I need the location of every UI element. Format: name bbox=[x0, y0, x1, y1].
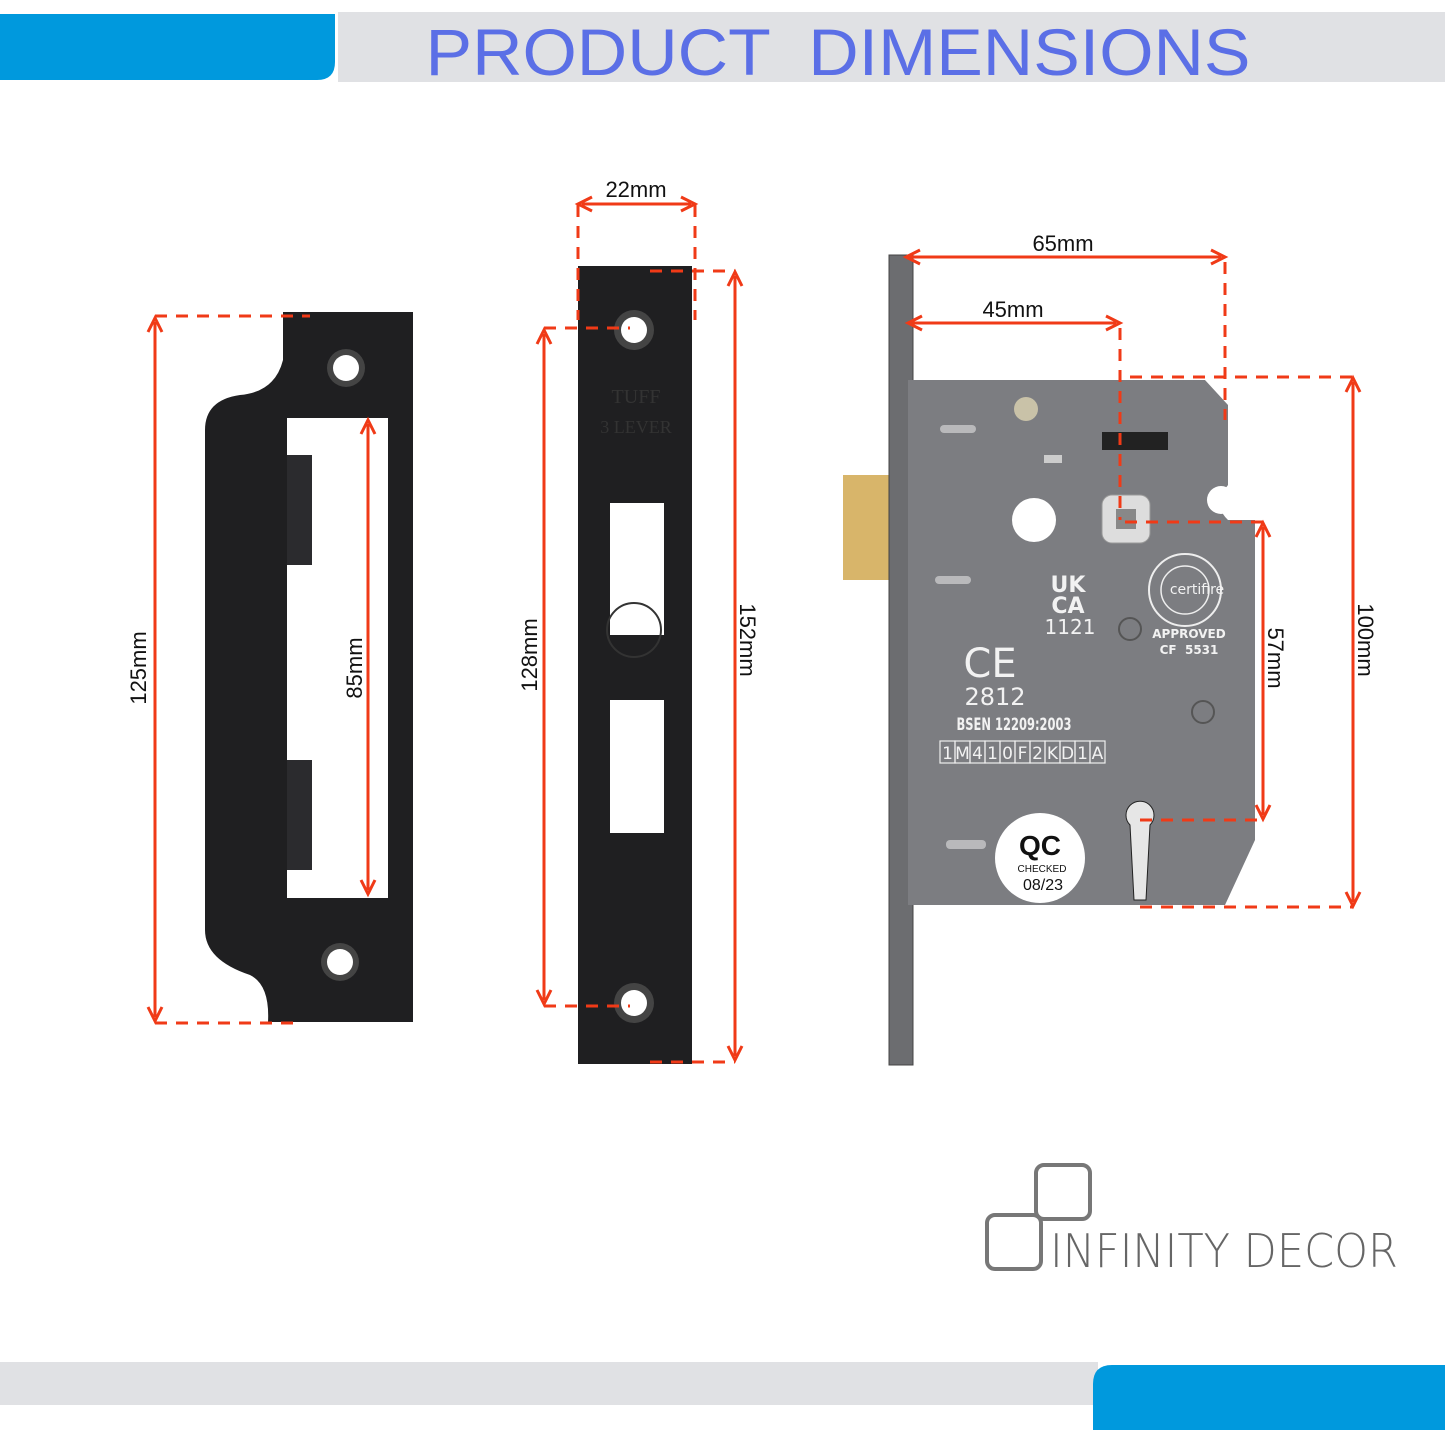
dimension-label: 45mm bbox=[982, 297, 1043, 322]
ce-number: 2812 bbox=[964, 683, 1025, 711]
dimension-label: 57mm bbox=[1263, 627, 1288, 688]
classification-digit: 0 bbox=[1002, 744, 1013, 764]
qc-checked: CHECKED bbox=[1018, 864, 1067, 875]
dimension-forend-centers: 128mm bbox=[517, 326, 630, 1008]
classification-digit: 1 bbox=[1077, 744, 1088, 764]
certification-stamp bbox=[606, 602, 662, 658]
ukca-text: CA bbox=[1051, 594, 1084, 619]
qc-title: QC bbox=[1019, 830, 1061, 861]
dimension-strike-opening: 85mm bbox=[342, 416, 377, 898]
classification-digit: 1 bbox=[942, 744, 953, 764]
dimension-lock-centers: 57mm bbox=[1125, 519, 1288, 823]
page-title: PRODUCT DIMENSIONS bbox=[426, 15, 1251, 89]
footer-gray-bar bbox=[0, 1362, 1098, 1405]
classification-digit: A bbox=[1092, 744, 1104, 764]
ce-mark-icon: CE bbox=[963, 641, 1016, 687]
logo-square-icon bbox=[1034, 1163, 1092, 1221]
lock-hole bbox=[1207, 486, 1235, 514]
classification-digit: 2 bbox=[1032, 744, 1043, 764]
footer-blue-tab bbox=[1093, 1365, 1445, 1430]
qc-date: 08/23 bbox=[1023, 877, 1063, 894]
strike-plate bbox=[205, 312, 413, 1022]
dimension-label: 100mm bbox=[1353, 603, 1378, 676]
dimension-label: 85mm bbox=[342, 637, 367, 698]
header-gray-bar bbox=[338, 12, 1445, 82]
header-blue-tab bbox=[0, 14, 335, 80]
qc-sticker: QC CHECKED 08/23 bbox=[995, 813, 1085, 903]
dimension-lock-backset: 45mm bbox=[904, 297, 1124, 520]
screw-icon bbox=[1014, 397, 1038, 421]
strike-plate-tab-upper bbox=[287, 455, 312, 565]
brand-name: INFINITY DECOR bbox=[1050, 1224, 1398, 1278]
lock-latch bbox=[843, 475, 895, 580]
dimension-forend-height: 152mm bbox=[650, 268, 760, 1064]
dimension-forend-width: 22mm bbox=[574, 177, 699, 320]
classification-box bbox=[1089, 740, 1106, 764]
dimension-label: 22mm bbox=[605, 177, 666, 202]
forend-plate-body bbox=[578, 266, 692, 1064]
ukca-mark: UK CA 1121 bbox=[1045, 573, 1096, 639]
classification-digit: M bbox=[955, 744, 970, 764]
screw-hole-inner bbox=[621, 317, 647, 343]
lock-slot bbox=[1044, 455, 1062, 463]
certifire-text: certifire bbox=[1170, 582, 1224, 598]
lock-body bbox=[908, 380, 1255, 905]
spindle-square bbox=[1116, 509, 1136, 529]
dimension-lock-height: 100mm bbox=[1130, 374, 1378, 910]
dimension-label: 65mm bbox=[1032, 231, 1093, 256]
bolt-opening bbox=[610, 700, 664, 833]
rivet bbox=[1118, 617, 1142, 641]
cf-number: CF 5531 bbox=[1160, 643, 1219, 657]
lock-slot bbox=[946, 840, 986, 849]
lock-hole bbox=[1012, 498, 1056, 542]
approved-text: APPROVED bbox=[1152, 627, 1225, 641]
classification-digit: D bbox=[1061, 744, 1074, 764]
classification-digit: 4 bbox=[972, 744, 983, 764]
screw-hole-inner bbox=[327, 949, 353, 975]
lock-slot bbox=[940, 425, 976, 433]
forend-plate: TUFF 3 LEVER bbox=[578, 266, 692, 1064]
forend-marking: TUFF bbox=[612, 386, 661, 408]
dimension-strike-height: 125mm bbox=[126, 314, 310, 1025]
footer-banner bbox=[0, 1362, 1445, 1430]
classification-digit: F bbox=[1018, 744, 1028, 764]
classification-digit: K bbox=[1047, 744, 1059, 764]
dimension-lock-width: 65mm bbox=[902, 231, 1229, 420]
header-banner: PRODUCT DIMENSIONS bbox=[0, 12, 1445, 89]
screw-hole-inner bbox=[333, 355, 359, 381]
dimension-label: 128mm bbox=[517, 618, 542, 691]
ukca-text: UK bbox=[1051, 573, 1087, 598]
ukca-number: 1121 bbox=[1045, 615, 1096, 639]
rivet bbox=[1191, 700, 1215, 724]
logo-square-icon bbox=[985, 1213, 1043, 1271]
strike-plate-tab-lower bbox=[287, 760, 312, 870]
dimension-label: 152mm bbox=[735, 603, 760, 676]
classification-digit: 1 bbox=[987, 744, 998, 764]
certifire-logo: certifire bbox=[1148, 553, 1224, 627]
screw-hole-inner bbox=[621, 990, 647, 1016]
brand-logo: INFINITY DECOR bbox=[985, 1163, 1398, 1278]
standard-text: BSEN 12209:2003 bbox=[957, 715, 1072, 735]
dimension-label: 125mm bbox=[126, 631, 151, 704]
keyhole bbox=[1125, 800, 1155, 901]
forend-marking: 3 LEVER bbox=[600, 417, 672, 437]
lock-slot bbox=[935, 576, 971, 584]
bolt-slot bbox=[1102, 432, 1168, 450]
